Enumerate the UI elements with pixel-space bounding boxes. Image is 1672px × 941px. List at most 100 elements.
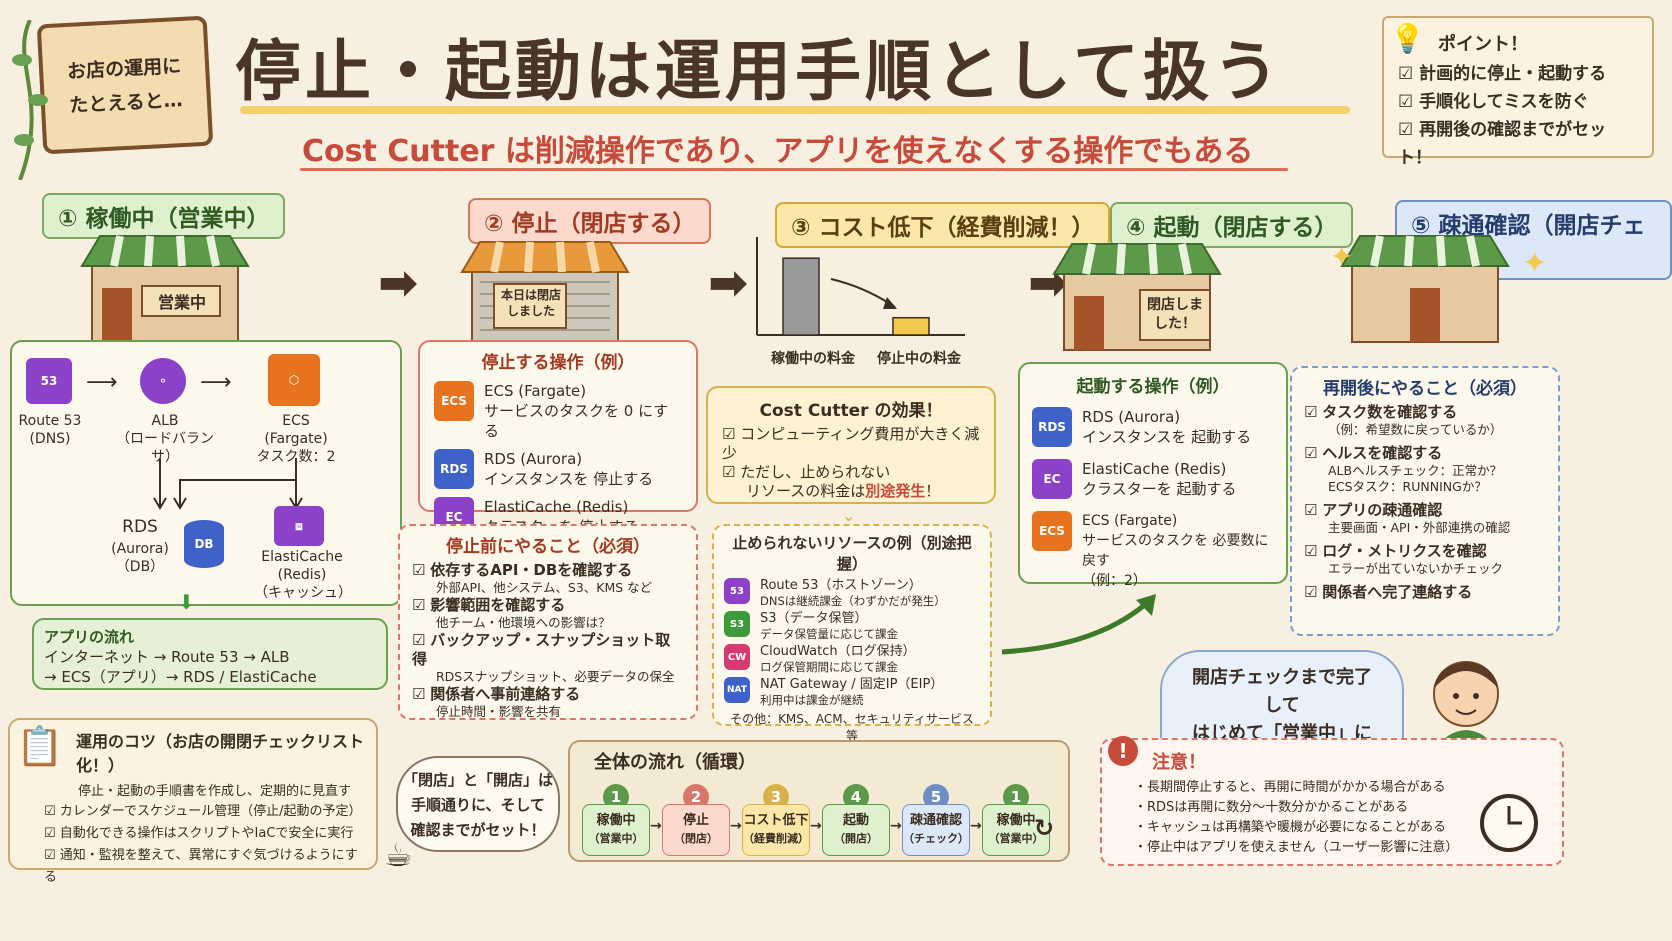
- tips-panel: 運用のコツ（お店の開閉チェックリスト化！） 停止・起動の手順書を作成し、定期的に…: [8, 718, 378, 885]
- lightbulb-icon: 💡: [1390, 22, 1425, 55]
- cycle-node-sub: （経費削減）: [743, 832, 809, 845]
- cycle-node: 稼働中（営業中）: [582, 804, 650, 856]
- elasticache-icon: EC: [1032, 459, 1072, 499]
- cycle-node-sub: （営業中）: [588, 832, 644, 845]
- ecs-icon: ⬡: [268, 354, 320, 406]
- subtitle-underline: [300, 168, 1288, 171]
- cost-effect-item: ☑ コンピューティング費用が大きく減少: [722, 425, 980, 462]
- caution-panel: 注意！ ・長期間停止すると、再開に時間がかかる場合がある ・RDSは再開に数分〜…: [1100, 738, 1564, 866]
- arrow-down-icon: ⌄: [842, 506, 856, 525]
- cloudwatch-icon: CW: [724, 644, 750, 670]
- shop-open-sign: 営業中: [158, 293, 207, 312]
- cost-effect-panel: Cost Cutter の効果！ ☑ コンピューティング費用が大きく減少 ☑ た…: [706, 386, 996, 504]
- app-flow-line: インターネット → Route 53 → ALB: [44, 648, 290, 666]
- step-4-label: ④ 起動（閉店する）: [1110, 202, 1354, 248]
- arrow-right-icon: →: [650, 818, 662, 834]
- tips-item: ☑ カレンダーでスケジュール管理（停止/起動の予定）: [44, 804, 362, 819]
- sparkle-icon: ✦: [1522, 246, 1548, 281]
- cost-effect-item: ☑ ただし、止められない: [722, 463, 891, 481]
- shop-closed-sign: 本日は閉店しました: [500, 288, 561, 318]
- before-stop-item: ☑ 関係者へ事前連絡する停止時間・影響を共有: [412, 685, 581, 719]
- rds-icon: RDS: [434, 449, 474, 489]
- app-flow-line: → ECS（アプリ）→ RDS / ElastiCache: [44, 668, 317, 686]
- unstoppable-heading: 止められないリソースの例（別途把握）: [732, 534, 972, 573]
- cycle-node-title: コスト低下: [743, 813, 809, 828]
- after-open-item: ☑ 関係者へ完了連絡する: [1304, 583, 1473, 601]
- cloud-note: 「閉店」と「開店」は 手順通りに、そして 確認までがセット！: [396, 756, 560, 852]
- shop-open-illustration: [80, 235, 250, 343]
- cycle-node: 稼働中（営業中）: [982, 804, 1050, 856]
- after-open-panel: 再開後にやること（必須） ☑ タスク数を確認する（例：希望数に戻っているか） ☑…: [1290, 366, 1560, 636]
- cycle-node: 停止（閉店）: [662, 804, 730, 856]
- s3-icon: S3: [724, 611, 750, 637]
- analogy-sign: お店の運用に たとえると…: [36, 15, 214, 155]
- clock-icon: [1480, 794, 1538, 852]
- database-icon: DB: [184, 520, 224, 568]
- clipboard-icon: 📋: [16, 724, 64, 768]
- route53-icon: 53: [724, 578, 750, 604]
- before-stop-item: ☑ 依存するAPI・DBを確認する外部API、他システム、S3、KMS など: [412, 561, 653, 595]
- cycle-node-title: 疎通確認: [909, 813, 962, 828]
- vine-decoration: [12, 20, 48, 180]
- arrow-right-icon: ➡: [378, 255, 419, 311]
- points-heading: ポイント！: [1438, 34, 1528, 55]
- decline-arrowhead: [883, 297, 897, 309]
- cycle-node-sub: （開店）: [834, 832, 878, 845]
- green-curve-arrow: [1001, 594, 1156, 655]
- caution-item: ・キャッシュは再構築や暖機が必要になることがある: [1134, 820, 1447, 835]
- arrow-right-icon: ⟶: [200, 370, 232, 395]
- arch-connector-lines: [153, 458, 303, 510]
- tips-heading: 運用のコツ（お店の開閉チェックリスト化！）: [76, 732, 365, 775]
- route53-icon: 53: [26, 358, 72, 404]
- alb-icon: ⚬: [140, 358, 186, 404]
- arrow-right-icon: →: [970, 818, 982, 834]
- after-open-item: ☑ ログ・メトリクスを確認エラーが出ていないかチェック: [1304, 542, 1504, 576]
- page-subtitle: Cost Cutter は削減操作であり、アプリを使えなくする操作でもある: [302, 134, 1254, 169]
- after-open-item: ☑ タスク数を確認する（例：希望数に戻っているか）: [1304, 403, 1503, 437]
- arrow-right-icon: →: [810, 818, 822, 834]
- tips-intro: 停止・起動の手順書を作成し、定期的に見直す: [78, 784, 352, 799]
- after-open-heading: 再開後にやること（必須）: [1323, 379, 1527, 399]
- cycle-node-title: 稼働中: [996, 813, 1036, 828]
- sign-line-2: たとえると…: [68, 89, 184, 117]
- caution-item: ・停止中はアプリを使えません（ユーザー影響に注意）: [1134, 840, 1459, 855]
- app-flow-heading: アプリの流れ: [44, 628, 135, 646]
- cycle-node-title: 起動: [842, 813, 869, 828]
- chart-bar: [892, 316, 930, 336]
- chart-category-label: 稼働中の料金: [771, 351, 855, 367]
- rds-icon: RDS: [1032, 407, 1072, 447]
- elasticache-icon: ⧈: [274, 506, 324, 546]
- route53-label: Route 53(DNS): [18, 413, 82, 447]
- caution-heading: 注意！: [1152, 752, 1206, 773]
- arrow-right-icon: →: [730, 818, 742, 834]
- chart-bar: [782, 257, 820, 336]
- before-stop-panel: 停止前にやること（必須） ☑ 依存するAPI・DBを確認する外部API、他システ…: [398, 524, 698, 720]
- cost-effect-heading: Cost Cutter の効果！: [759, 401, 943, 421]
- coffee-cup-icon: ☕: [384, 836, 413, 874]
- unstoppable-other: その他：KMS、ACM、セキュリティサービス 等: [730, 712, 974, 743]
- shop-reopen-illustration: [1052, 243, 1222, 351]
- ecs-icon: ECS: [434, 381, 474, 421]
- cycle-node-sub: （チェック）: [903, 832, 969, 845]
- caution-item: ・RDSは再開に数分〜十数分かかることがある: [1134, 800, 1409, 815]
- sparkle-icon: ✦: [1330, 240, 1354, 273]
- ecs-icon: ECS: [1032, 511, 1072, 551]
- cycle-node: コスト低下 （経費削減）: [742, 804, 810, 856]
- ecs-label: ECS(Fargate)タスク数：2: [256, 413, 336, 465]
- nat-gateway-icon: NAT: [724, 677, 750, 703]
